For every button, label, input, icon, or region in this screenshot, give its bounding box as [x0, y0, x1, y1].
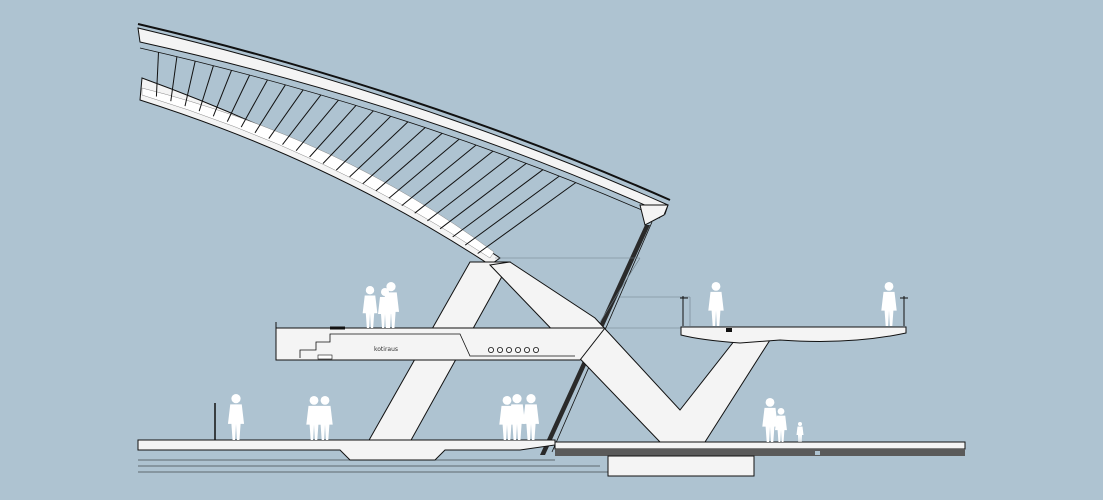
- canopy-gutter: [639, 204, 669, 226]
- canopy-rib: [335, 115, 392, 171]
- canopy-rib: [477, 182, 576, 254]
- mid-platform-slab: [275, 327, 607, 361]
- canopy-rib: [464, 175, 560, 246]
- canopy-rib: [362, 127, 426, 185]
- canopy-rib: [349, 121, 409, 178]
- canopy-rib: [427, 156, 511, 222]
- mid-platform: kotiraus: [275, 322, 607, 361]
- canopy-top-edge: [137, 23, 671, 201]
- canopy-rib: [170, 56, 178, 102]
- canopy-rib: [240, 79, 268, 128]
- canopy-rib: [309, 105, 357, 158]
- viewing-deck-slab: [680, 326, 907, 344]
- canopy-rib: [226, 74, 251, 122]
- canopy-glazing-strip: [141, 87, 495, 259]
- canopy-rib: [452, 169, 544, 238]
- canopy-rib: [414, 150, 494, 214]
- canopy-inner-edge: [139, 47, 661, 219]
- canopy-rib: [268, 89, 304, 139]
- guide-lines: [495, 257, 691, 331]
- mid-platform-stair-profile: [299, 333, 575, 358]
- canopy-rib: [322, 110, 374, 164]
- canopy-rib: [212, 70, 232, 117]
- canopy-ribs: [155, 52, 576, 254]
- canopy-roof: [137, 23, 671, 266]
- canopy-rib: [282, 94, 322, 145]
- canopy-rib: [198, 65, 214, 112]
- viewing-deck: [680, 296, 908, 344]
- bench: [317, 354, 333, 360]
- canopy-rib: [388, 138, 460, 199]
- foundation-block: [607, 455, 755, 477]
- ground-slab-right: [554, 441, 966, 450]
- canopy-rib: [295, 99, 339, 152]
- canopy-top-beam: [137, 27, 669, 215]
- ground-level: [137, 403, 966, 477]
- canopy-rib: [375, 132, 443, 192]
- canopy-rib: [439, 163, 527, 230]
- canopy-rib: [401, 144, 477, 206]
- canopy-rib: [184, 60, 196, 107]
- canopy-rib: [254, 84, 286, 134]
- porthole-windows: [487, 346, 540, 353]
- room-label: kotiraus: [374, 346, 398, 353]
- ground-dark-band: [555, 449, 965, 456]
- canopy-rib: [155, 52, 159, 97]
